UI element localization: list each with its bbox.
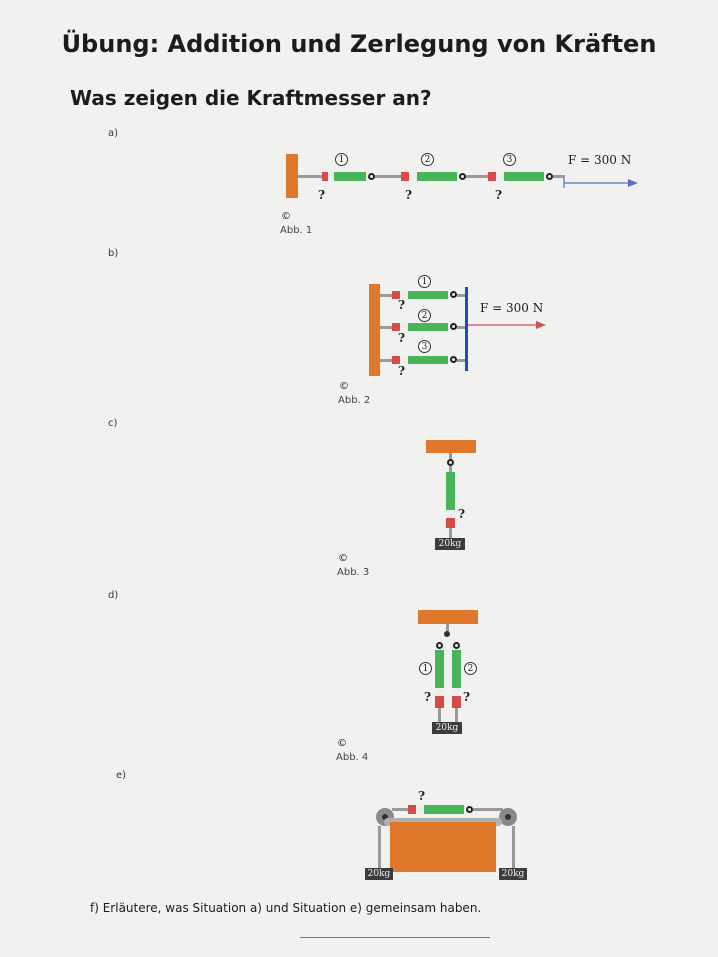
copyright-b: ©: [339, 381, 349, 392]
force-meter-d2: [452, 650, 461, 708]
label-d: d): [108, 590, 119, 601]
copyright-d: ©: [337, 738, 347, 749]
figure-caption-2: Abb. 2: [338, 395, 371, 406]
question-f: f) Erläutere, was Situation a) und Situa…: [90, 901, 482, 915]
label-b: b): [108, 248, 119, 259]
mass-e-right: 20kg: [499, 868, 527, 880]
force-meter-b2: [392, 323, 448, 331]
meter-number-b3: 3: [418, 340, 431, 353]
copyright-c: ©: [338, 553, 348, 564]
question-heading: Was zeigen die Kraftmesser an?: [70, 86, 432, 110]
meter-number-2: 2: [421, 153, 434, 166]
unknown-2: ?: [405, 188, 413, 202]
force-meter-2: [401, 172, 457, 181]
force-arrow-b-icon: [468, 321, 546, 329]
figure-caption-3: Abb. 3: [337, 567, 370, 578]
answer-line: [300, 937, 490, 938]
table-e: [390, 822, 496, 872]
ceiling-d: [418, 610, 478, 624]
label-c: c): [108, 418, 118, 429]
force-label-b: F = 300 N: [480, 301, 544, 315]
force-meter-c: [446, 472, 455, 528]
mass-c: 20kg: [435, 538, 465, 550]
force-meter-b3: [392, 356, 448, 364]
mass-d: 20kg: [432, 722, 462, 734]
force-meter-e: [408, 805, 464, 814]
wall-a: [286, 154, 298, 198]
page-title: Übung: Addition und Zerlegung von Kräfte…: [61, 30, 657, 58]
force-label-a: F = 300 N: [568, 153, 632, 167]
copyright-a: ©: [281, 211, 291, 222]
pull-bar: [465, 287, 468, 371]
mass-e-left: 20kg: [365, 868, 393, 880]
unknown-3: ?: [495, 188, 503, 202]
meter-number-b1: 1: [418, 275, 431, 288]
meter-number-1: 1: [335, 153, 348, 166]
force-meter-3: [488, 172, 544, 181]
force-meter-d1: [435, 650, 444, 708]
force-meter-b1: [392, 291, 448, 299]
wall-b: [369, 284, 380, 376]
label-a: a): [108, 128, 119, 139]
unknown-d1: ?: [424, 690, 432, 704]
unknown-1: ?: [318, 188, 326, 202]
unknown-d2: ?: [463, 690, 471, 704]
meter-number-d2: 2: [464, 662, 477, 675]
unknown-c: ?: [458, 507, 466, 521]
unknown-b3: ?: [398, 364, 406, 378]
ceiling-c: [426, 440, 476, 453]
label-e: e): [116, 770, 127, 781]
meter-number-b2: 2: [418, 309, 431, 322]
unknown-e: ?: [418, 789, 426, 803]
figure-caption-4: Abb. 4: [336, 752, 369, 763]
figure-caption-1: Abb. 1: [280, 225, 313, 236]
meter-number-d1: 1: [419, 662, 432, 675]
unknown-b1: ?: [398, 298, 406, 312]
force-arrow-icon: [563, 178, 638, 188]
unknown-b2: ?: [398, 331, 406, 345]
meter-number-3: 3: [503, 153, 516, 166]
force-meter-1: [322, 172, 366, 181]
